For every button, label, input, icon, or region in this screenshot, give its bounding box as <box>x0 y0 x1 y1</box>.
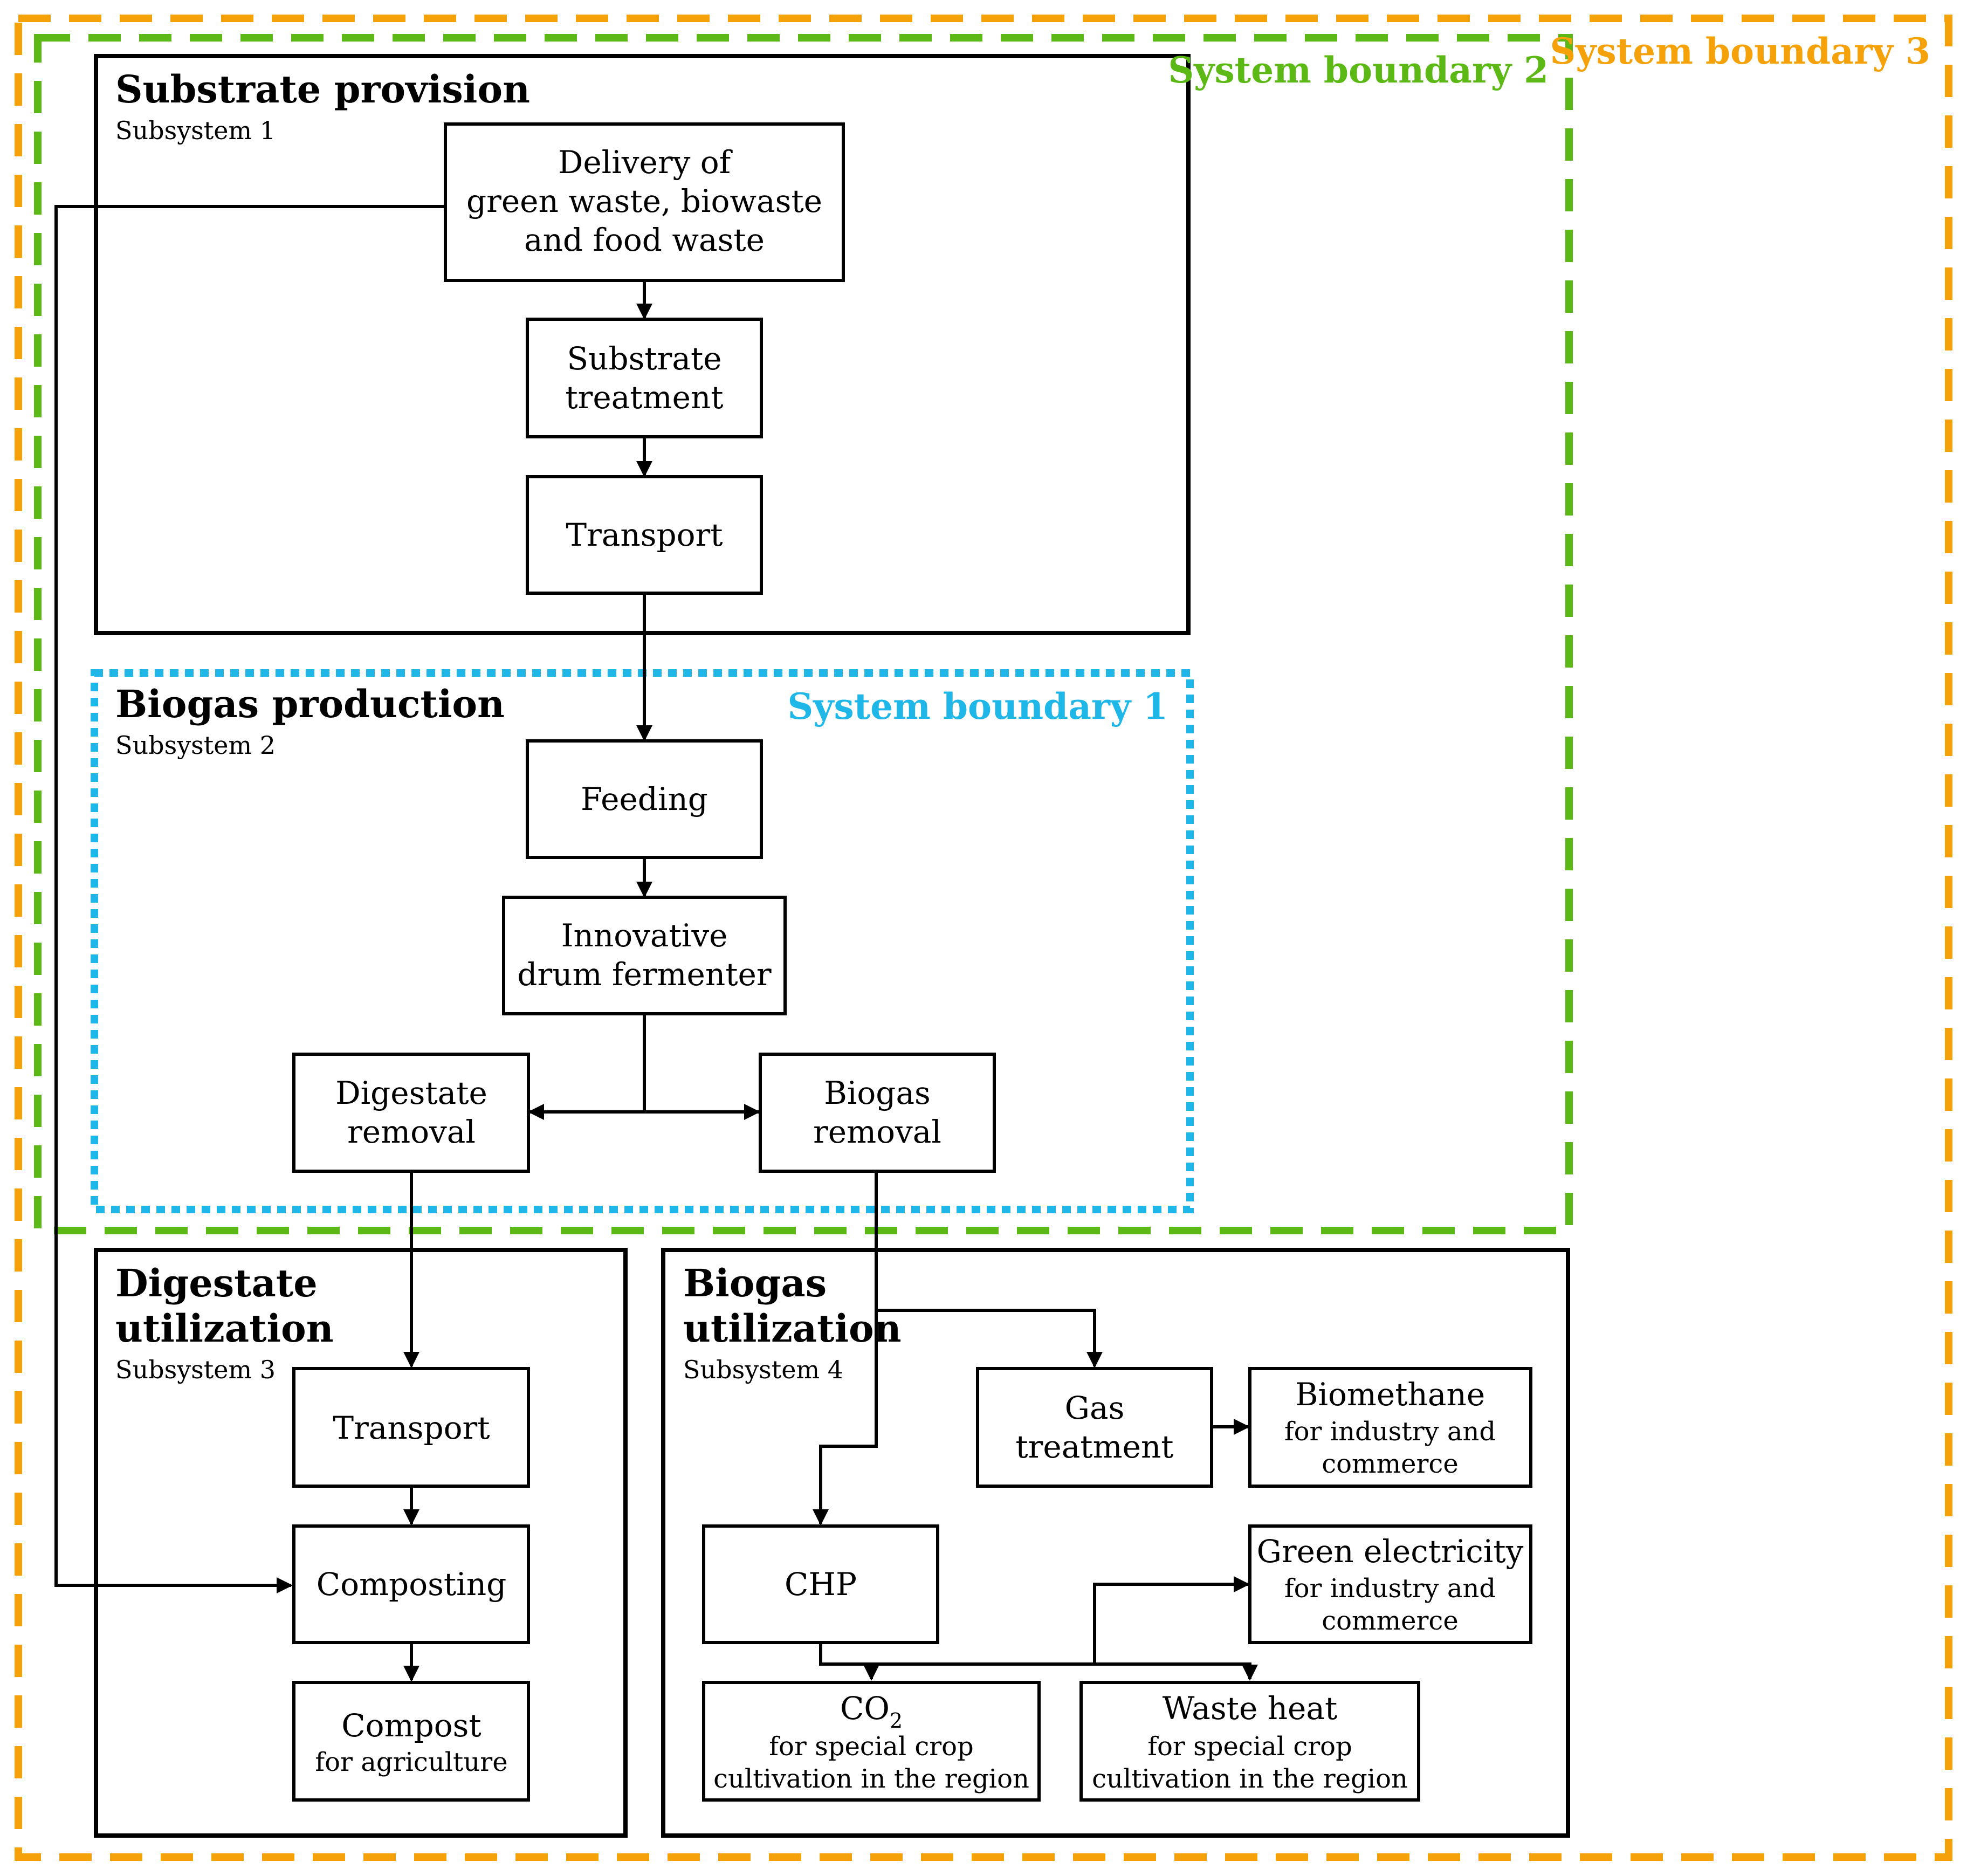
biomethane-box: Biomethane for industry and commerce <box>1248 1367 1532 1488</box>
subsystem-1-frame <box>94 54 1191 635</box>
subsystem-4-title-line2: utilization <box>683 1306 902 1351</box>
svg-text:green waste, biowaste: green waste, biowaste <box>466 183 822 219</box>
system-boundary-2-frame <box>34 34 1573 1234</box>
svg-text:CO2: CO2 <box>840 1690 903 1733</box>
svg-text:and food waste: and food waste <box>524 222 765 258</box>
transport-box-1: Transport <box>526 475 763 595</box>
svg-text:removal: removal <box>813 1114 941 1150</box>
svg-text:Feeding: Feeding <box>581 781 708 817</box>
svg-text:drum fermenter: drum fermenter <box>517 956 771 993</box>
system-boundary-1-label: System boundary 1 <box>787 685 1168 727</box>
delivery-box: Delivery of green waste, biowaste and fo… <box>444 122 845 282</box>
svg-text:cultivation in the region: cultivation in the region <box>713 1764 1029 1794</box>
subsystem-3-title-line1: Digestate <box>115 1261 318 1305</box>
system-boundary-2-label: System boundary 2 <box>1168 49 1549 91</box>
arrow-to-green-electricity <box>1093 1576 1250 1664</box>
svg-text:CHP: CHP <box>785 1566 857 1603</box>
svg-text:for industry and: for industry and <box>1284 1417 1496 1447</box>
arrow-delivery-bypass-to-composting <box>54 205 445 1593</box>
composting-box: Composting <box>292 1524 530 1644</box>
subsystem-1-subtitle: Subsystem 1 <box>115 116 276 145</box>
feeding-box: Feeding <box>526 739 763 859</box>
svg-text:Digestate: Digestate <box>335 1075 487 1111</box>
svg-text:Biogas: Biogas <box>824 1075 931 1111</box>
substrate-treatment-box: Substrate treatment <box>526 318 763 438</box>
co2-box: CO2 for special crop cultivation in the … <box>702 1681 1041 1802</box>
subsystem-2-subtitle: Subsystem 2 <box>115 731 276 760</box>
subsystem-4-subtitle: Subsystem 4 <box>683 1355 843 1384</box>
subsystem-3-subtitle: Subsystem 3 <box>115 1355 276 1384</box>
svg-text:removal: removal <box>347 1114 476 1150</box>
waste-heat-box: Waste heat for special crop cultivation … <box>1079 1681 1420 1802</box>
svg-text:treatment: treatment <box>565 379 723 416</box>
green-electricity-box: Green electricity for industry and comme… <box>1248 1524 1532 1644</box>
subsystem-3-frame <box>94 1248 628 1838</box>
svg-text:for special crop: for special crop <box>1147 1731 1352 1762</box>
svg-text:Substrate: Substrate <box>567 340 721 377</box>
transport-box-2: Transport <box>292 1367 530 1488</box>
biogas-removal-box: Biogas removal <box>759 1053 996 1173</box>
system-boundary-3-frame <box>15 15 1952 1861</box>
svg-text:for industry and: for industry and <box>1284 1573 1496 1604</box>
svg-text:Transport: Transport <box>333 1410 490 1446</box>
svg-text:commerce: commerce <box>1322 1449 1458 1479</box>
compost-box: Compost for agriculture <box>292 1681 530 1802</box>
line-chp-output <box>819 1643 1258 1681</box>
arrow-biogas-to-gas-treatment <box>876 1309 1103 1368</box>
gas-treatment-box: Gas treatment <box>976 1367 1213 1488</box>
subsystem-2-title: Biogas production <box>115 682 505 726</box>
fermenter-box: Innovative drum fermenter <box>502 896 787 1015</box>
digestate-removal-box: Digestate removal <box>292 1053 530 1173</box>
subsystem-4-frame <box>661 1248 1570 1838</box>
system-boundary-1-frame <box>91 669 1194 1213</box>
subsystem-1-title: Substrate provision <box>115 67 530 112</box>
chp-box: CHP <box>702 1524 939 1644</box>
svg-text:Compost: Compost <box>341 1707 481 1744</box>
svg-text:cultivation in the region: cultivation in the region <box>1092 1764 1408 1794</box>
svg-text:Green electricity: Green electricity <box>1257 1533 1524 1570</box>
svg-text:Transport: Transport <box>566 517 723 553</box>
connectors <box>54 205 1258 1682</box>
svg-text:for agriculture: for agriculture <box>315 1747 507 1777</box>
svg-text:treatment: treatment <box>1015 1428 1173 1465</box>
svg-text:Biomethane: Biomethane <box>1295 1376 1485 1413</box>
svg-text:Composting: Composting <box>317 1566 506 1603</box>
svg-text:commerce: commerce <box>1322 1606 1458 1636</box>
subsystem-4-title-line1: Biogas <box>683 1261 827 1305</box>
svg-text:Innovative: Innovative <box>561 917 728 954</box>
svg-text:Waste heat: Waste heat <box>1163 1690 1338 1727</box>
system-boundary-3-label: System boundary 3 <box>1550 30 1930 72</box>
svg-text:for special crop: for special crop <box>769 1731 974 1762</box>
svg-text:Delivery of: Delivery of <box>558 144 733 181</box>
subsystem-3-title-line2: utilization <box>115 1306 334 1351</box>
svg-text:Gas: Gas <box>1065 1390 1125 1426</box>
